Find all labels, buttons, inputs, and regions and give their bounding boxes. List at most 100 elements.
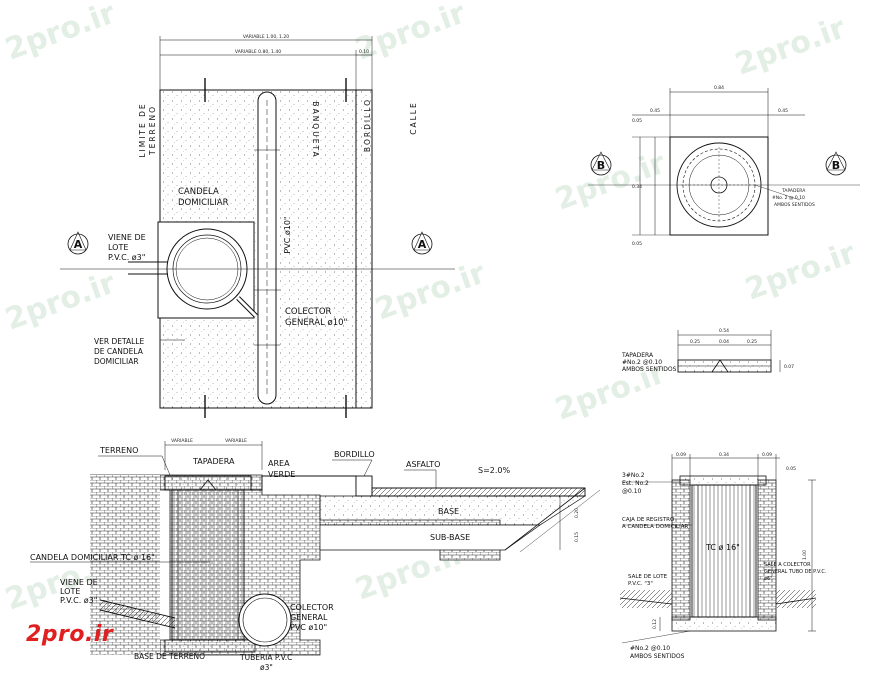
section-lid [164, 475, 252, 491]
watermark-text: 2pro.ir [741, 235, 861, 307]
section-collector [238, 593, 292, 647]
section-view [30, 441, 601, 656]
label-calle: CALLE [409, 101, 418, 134]
label-viene-2: LOTE [108, 243, 128, 252]
lid-dim-sub-1: 0.25 [690, 339, 700, 345]
sec-var-left: VARIABLE [171, 438, 193, 444]
ds-dim-1: 0.09 [676, 452, 686, 458]
dt-dim-h1: 0.05 [632, 118, 642, 124]
section-curb [355, 475, 373, 497]
candela-box [157, 221, 255, 319]
ds-dim-height: 1.00 [802, 550, 808, 560]
marker-a-right-label: A [418, 238, 427, 251]
label-limite: LIMITE DE [138, 102, 147, 157]
asphalt-layer [371, 487, 586, 497]
sec-viene-3: P.V.C. ø3" [60, 596, 97, 605]
ds-bottom-1: #No.2 @0.10 [630, 645, 670, 652]
lid-tapadera-1: TAPADERA [621, 352, 654, 359]
detail-top-box [669, 136, 769, 236]
dt-dim-h3: 0.05 [632, 241, 642, 247]
plan-labels: VARIABLE 1.00, 1.20 VARIABLE 0.80, 1.40 … [94, 34, 418, 366]
sec-dim-subbase: 0.15 [574, 532, 580, 542]
sec-candela: CANDELA DOMICILIAR TC ø 16" [30, 553, 155, 562]
ds-lid-3: @0.10 [622, 488, 642, 495]
sec-tuberia-1: TUBERIA P.V.C [239, 653, 292, 662]
sec-slope: S=2.0% [478, 466, 511, 475]
ds-bottom [671, 616, 777, 632]
sec-area-1: AREA [268, 459, 290, 468]
sec-terreno: TERRENO [99, 446, 138, 455]
candela-pipe [171, 489, 245, 641]
section-labels: VARIABLE VARIABLE TERRENO TAPADERA AREA … [30, 438, 580, 672]
label-bordillo: BORDILLO [363, 98, 372, 152]
label-pvc: PVC ø10" [283, 216, 292, 253]
marker-b-left: B [597, 159, 605, 172]
label-colector-1: COLECTOR [285, 307, 332, 317]
label-terreno: TERRENO [148, 105, 157, 156]
sec-base: BASE [438, 507, 459, 516]
detail-lid [677, 330, 781, 373]
label-candela-1: CANDELA [178, 187, 219, 197]
label-ver-2: DE CANDELA [94, 347, 144, 356]
sec-colector-1: COLECTOR [290, 603, 334, 612]
sec-colector-3: PVC ø10" [290, 623, 327, 632]
detail-top-view [588, 88, 860, 236]
sec-base-label: BASE DE TERRENO [134, 652, 205, 661]
sec-bordillo: BORDILLO [334, 450, 375, 459]
lid-dim-side: 0.07 [784, 364, 794, 370]
lid-tapadera-2: #No.2 @0.10 [622, 359, 662, 366]
ds-dim-top-right: 0.05 [786, 466, 796, 472]
watermark-text: 2pro.ir [351, 0, 471, 68]
dt-dim-overall: 0.84 [714, 85, 724, 91]
ds-lid [679, 475, 767, 486]
label-colector-2: GENERAL ø10" [285, 318, 348, 328]
dim-variable-top: VARIABLE 1.00, 1.20 [243, 34, 289, 40]
sec-asfalto: ASFALTO [406, 460, 440, 469]
ds-bottom-2: AMBOS SENTIDOS [630, 653, 685, 660]
ds-colector-3: ø6" [764, 576, 773, 582]
label-banqueta: BANQUETA [311, 101, 320, 158]
label-candela-2: DOMICILIAR [178, 198, 229, 208]
marker-b-right: B [832, 159, 840, 172]
dt-tapadera-1: TAPADERA [781, 188, 806, 194]
ds-dim-3: 0.09 [762, 452, 772, 458]
ds-dim-2: 0.34 [719, 452, 729, 458]
ds-lote-1: SALE DE LOTE [628, 574, 668, 580]
detail-lid-labels: 0.54 0.25 0.04 0.25 TAPADERA #No.2 @0.10… [621, 328, 794, 373]
ds-tc: TC ø 16" [705, 543, 740, 552]
lid-dim-sub-2: 0.04 [719, 339, 729, 345]
plan-view [60, 36, 455, 418]
ds-lid-1: 3#No.2 [622, 472, 645, 479]
ds-dim-bottom: 0.12 [652, 619, 658, 629]
dt-dim-left: 0.45 [650, 108, 660, 114]
section-marker-a-left: A [67, 231, 89, 255]
ds-lid-2: Est. No.2 [622, 480, 649, 487]
detail-section [619, 454, 817, 644]
ds-pipe [691, 484, 757, 618]
label-viene-3: P.V.C. ø3" [108, 253, 145, 262]
ds-lote-2: P.V.C. "3" [628, 581, 653, 587]
sec-viene-1: VIENE DE [60, 578, 98, 587]
ds-colector-1: SALE A COLECTOR [764, 562, 811, 568]
section-bottom-base [164, 639, 256, 653]
dt-tapadera-3: AMBOS SENTIDOS [774, 202, 815, 208]
dt-dim-right: 0.45 [778, 108, 788, 114]
sec-sub-base: SUB-BASE [430, 533, 470, 542]
lid-dim-top: 0.54 [719, 328, 729, 334]
watermark-text: 2pro.ir [551, 145, 671, 217]
brand-logo: 2pro.ir [26, 622, 114, 647]
dt-dim-h2: 0.34 [632, 184, 642, 190]
watermark-text: 2pro.ir [1, 265, 121, 337]
detail-top-markers: B B 0.84 0.45 0.45 0.05 0.34 0.05 TAPADE… [590, 85, 847, 247]
ds-colector-2: GENERAL TUBO DE P.V.C. [764, 569, 827, 575]
lid-dim-sub-3: 0.25 [747, 339, 757, 345]
watermark-text: 2pro.ir [371, 255, 491, 327]
sec-area-2: VERDE [268, 470, 295, 479]
dt-tapadera-2: #No. 2 @ 0.10 [772, 195, 805, 201]
dim-variable-second: VARIABLE 0.80, 1.40 [235, 49, 281, 55]
lid-tapadera-3: AMBOS SENTIDOS [622, 366, 677, 373]
ds-caja-2: A CANDELA DOMICILIAR [622, 524, 688, 530]
sec-dim-base: 0.20 [574, 508, 580, 518]
ds-caja-1: CAJA DE REGISTRO [622, 517, 675, 523]
